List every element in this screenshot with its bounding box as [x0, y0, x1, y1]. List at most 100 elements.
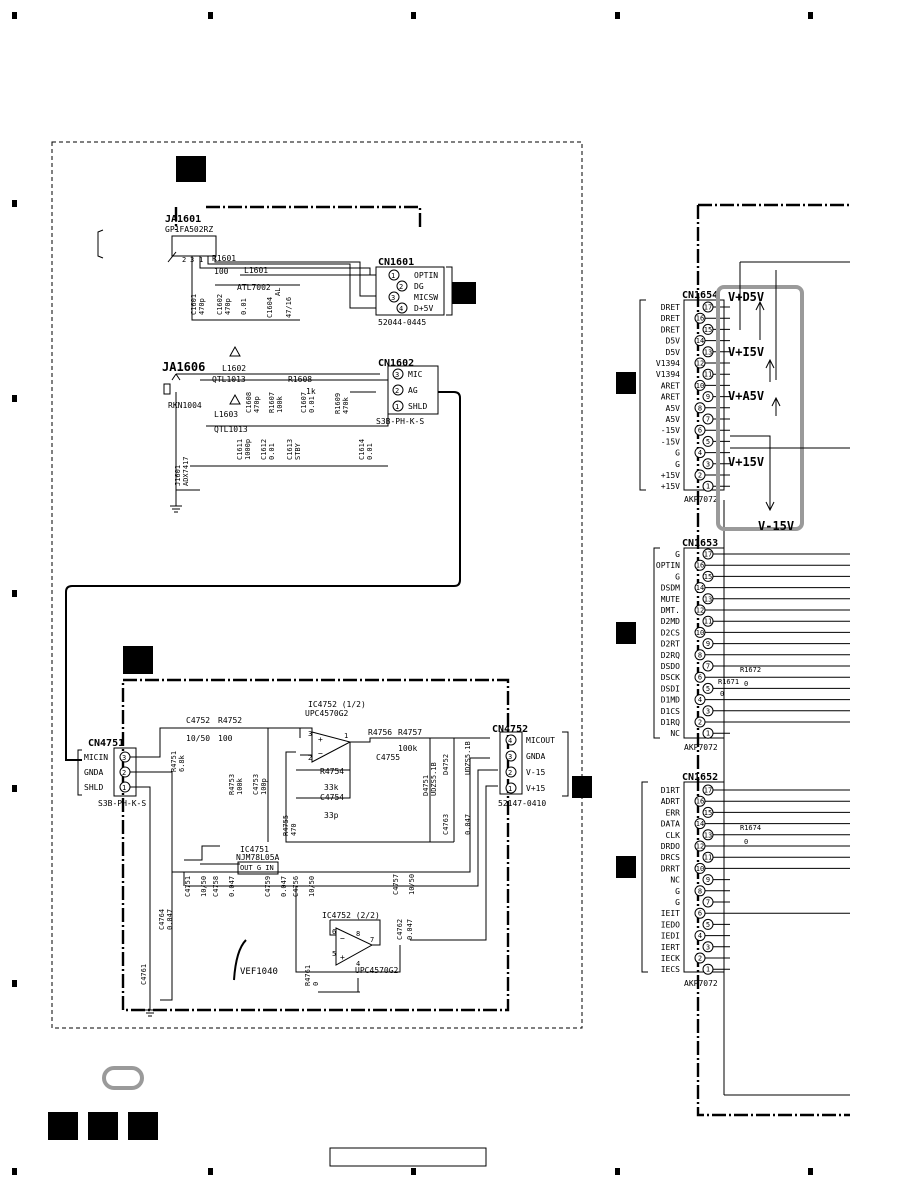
cn1652-pin-num-10: 8 — [698, 887, 702, 895]
board-marker-cn1654 — [616, 372, 636, 394]
svg-text:33p: 33p — [324, 811, 339, 820]
cn1654-pin-num-8: 10 — [696, 382, 704, 390]
ic4751-ref: IC4751 — [240, 845, 269, 854]
svg-text:100k: 100k — [398, 744, 417, 753]
r1608-val: 1k — [306, 387, 316, 396]
footer-box — [329, 1147, 487, 1167]
cn1652-label-8: DRRT — [661, 864, 680, 873]
cn1653-pin-num-6: 12 — [696, 607, 704, 615]
cn1653-pin-num-3: 15 — [704, 573, 712, 581]
svg-text:2: 2 — [399, 283, 403, 291]
cn1652-label-1: D1RT — [661, 786, 680, 795]
cn1601-part: 52044-0445 — [378, 318, 426, 327]
svg-text:R4752: R4752 — [218, 716, 242, 725]
svg-text:1: 1 — [508, 785, 512, 793]
svg-text:+: + — [318, 735, 323, 744]
page-oval-marker — [102, 1066, 144, 1090]
cn1652-pin-num-4: 14 — [696, 820, 704, 828]
mic-board: JA1601 GP1FA502RZ 2 3 1 R1601 100 L1601 … — [97, 156, 476, 513]
svg-text:1: 1 — [395, 403, 399, 411]
svg-text:MICOUT: MICOUT — [526, 736, 555, 745]
cn1652-pin-num-3: 15 — [704, 809, 712, 817]
svg-text:C1601: C1601 — [190, 294, 198, 315]
cn1652-label-9: NC — [670, 876, 680, 885]
svg-text:R4757: R4757 — [398, 728, 422, 737]
svg-text:C4762: C4762 — [396, 919, 404, 940]
ja1606-ref: JA1606 — [162, 360, 205, 374]
l1603-val: QTL1013 — [214, 425, 248, 434]
cn1652-part: AKP7072 — [684, 979, 718, 988]
cn1652-label-10: G — [675, 887, 680, 896]
svg-text:2: 2 — [308, 754, 312, 762]
svg-text:0.047: 0.047 — [166, 909, 174, 930]
svg-text:2: 2 — [395, 387, 399, 395]
amp-board-boundary — [121, 678, 510, 1012]
cn1653-pin-num-8: 10 — [696, 629, 704, 637]
l1601-ref: L1601 — [244, 266, 268, 275]
cn1653-pin-num-1: 17 — [704, 551, 712, 559]
svg-text:−: − — [340, 934, 345, 943]
cn1653-label-9: D2RT — [661, 640, 680, 649]
l1603-ref: L1603 — [214, 410, 238, 419]
svg-text:GNDA: GNDA — [526, 752, 545, 761]
svg-text:1: 1 — [199, 256, 203, 264]
cn1653-label-16: D1RQ — [661, 718, 680, 727]
svg-text:R4755: R4755 — [282, 815, 290, 836]
svg-text:R4753: R4753 — [228, 774, 236, 795]
power-rails-highlight — [716, 285, 804, 531]
svg-text:C4752: C4752 — [186, 716, 210, 725]
svg-text:33k: 33k — [324, 783, 339, 792]
page-marker-1 — [48, 1112, 78, 1140]
svg-text:5: 5 — [332, 950, 336, 958]
cn1653-ref: CN1653 — [682, 538, 718, 549]
cn1652-pin-num-13: 5 — [706, 921, 710, 929]
svg-text:47/16: 47/16 — [285, 297, 293, 318]
cn1652-pin-num-2: 16 — [696, 798, 704, 806]
cn1652-pin-num-1: 17 — [704, 787, 712, 795]
cn1652-pin-num-14: 4 — [698, 932, 702, 940]
cn1654-pin-num-5: 13 — [704, 348, 712, 356]
svg-text:0: 0 — [744, 680, 748, 688]
cn1652-label-17: IECS — [661, 965, 680, 974]
cn1652-label-14: IEDI — [661, 932, 680, 941]
svg-text:2: 2 — [122, 769, 126, 777]
cn1653-label-17: NC — [670, 729, 680, 738]
cn1653-pin-num-12: 6 — [698, 674, 702, 682]
cn1653-pin-num-9: 9 — [706, 640, 710, 648]
cn1652-pin-num-6: 12 — [696, 843, 704, 851]
vef1040-label: VEF1040 — [240, 967, 278, 977]
cn1601-ref: CN1601 — [378, 257, 414, 268]
svg-text:1: 1 — [344, 732, 348, 740]
cn1654-pin-num-7: 11 — [704, 371, 712, 379]
page-marker-2 — [88, 1112, 118, 1140]
cn1654-pin-num-14: 4 — [698, 449, 702, 457]
cn1653-label-15: D1CS — [661, 707, 680, 716]
cn1654-label-7: V1394 — [656, 370, 680, 379]
cn1653-label-14: D1MD — [661, 696, 680, 705]
cn1653-pin-num-4: 14 — [696, 584, 704, 592]
cn1653-pin-num-14: 4 — [698, 696, 702, 704]
svg-text:8: 8 — [356, 930, 360, 938]
cn1652-label-13: IEDO — [661, 920, 680, 929]
board-marker-amp — [123, 646, 153, 674]
cn1653-label-11: DSDO — [661, 662, 680, 671]
svg-text:C1612: C1612 — [260, 439, 268, 460]
ja1606-part: RKN1004 — [168, 401, 202, 410]
svg-text:4: 4 — [356, 960, 360, 968]
cn1602-pins: 3 2 1 MIC AG SHLD — [392, 368, 427, 412]
svg-text:C1611: C1611 — [236, 439, 244, 460]
svg-text:R1671: R1671 — [718, 678, 739, 686]
svg-text:0: 0 — [312, 982, 320, 986]
cn1653-part: AKP7072 — [684, 743, 718, 752]
board-marker-cn1601 — [452, 282, 476, 304]
cn1653-pin-num-16: 2 — [698, 719, 702, 727]
cn1654-label-17: +15V — [661, 482, 680, 491]
cn1653-label-6: DMT. — [661, 606, 680, 615]
svg-text:C1608: C1608 — [245, 392, 253, 413]
ic4752a-part: UPC4570G2 — [305, 709, 349, 718]
cn1652-pin-num-17: 1 — [706, 966, 710, 974]
cn1654-label-6: V1394 — [656, 359, 680, 368]
svg-text:R4754: R4754 — [320, 767, 344, 776]
cn4752-pins: 4 3 2 1 MICOUT GNDA V-15 V+15 — [505, 734, 555, 794]
svg-text:0.01: 0.01 — [308, 396, 316, 413]
